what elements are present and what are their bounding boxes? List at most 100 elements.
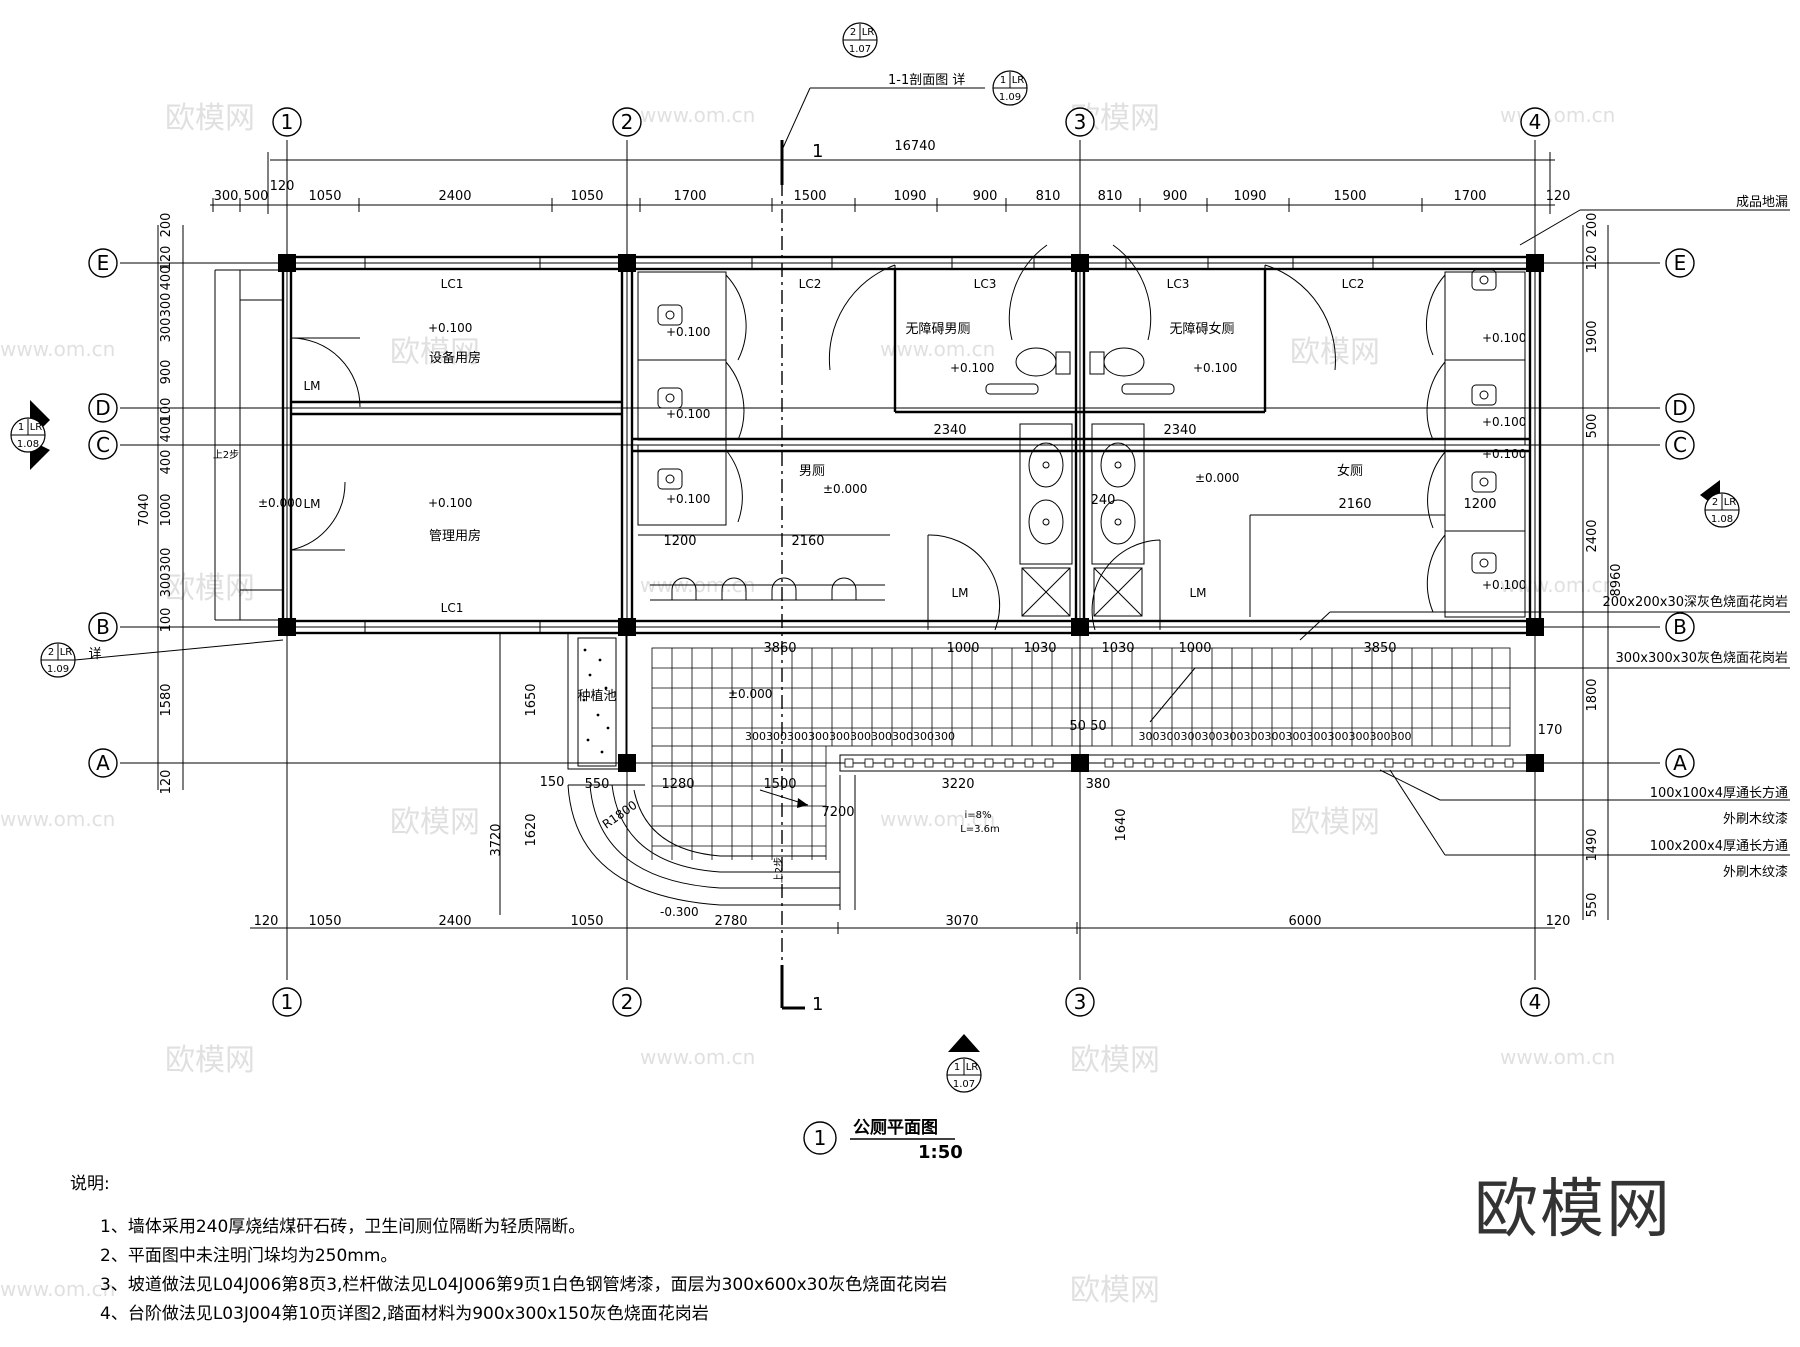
- dimension-text-bottom: 120 1050 2400 1050 2780 3070 6000 120: [254, 914, 1571, 929]
- axis-bubble-D-left: [88, 393, 118, 423]
- dim-text: 810: [1098, 189, 1123, 204]
- dim-text: 900: [973, 189, 998, 204]
- axis-bubble-3-top: [1065, 107, 1095, 137]
- brand-logo: 欧模网: [1474, 1173, 1672, 1247]
- callout-granite-dark: 200x200x30深灰色烧面花岗岩: [1602, 594, 1788, 610]
- axis-bubbles: [88, 107, 1695, 1017]
- note-item: 1、墙体采用240厚烧结煤矸石砖，卫生间厕位隔断为轻质隔断。: [100, 1217, 586, 1237]
- dim-text: 100: [159, 608, 174, 633]
- svg-text:300300300300300300300300300300: 300300300300300300300300300300: [745, 730, 955, 743]
- watermark-brand: 欧模网: [165, 1043, 255, 1078]
- dim-text: 300: [159, 573, 174, 598]
- axis-bubble-C-left: [88, 430, 118, 460]
- level-mark: +0.100: [666, 407, 710, 421]
- axis-bubble-4-top: [1520, 107, 1550, 137]
- dim-text: 6000: [1288, 914, 1321, 929]
- ramp-arrow: [759, 789, 809, 808]
- ramp-radius: R1800: [600, 798, 640, 832]
- section-symbol-code: LR: [30, 422, 43, 433]
- female-stalls: [1249, 269, 1526, 618]
- door-code: LM: [303, 379, 320, 393]
- step-up-label: 上2步: [773, 857, 785, 883]
- dim-text: 1500: [763, 777, 796, 792]
- axis-label: C: [1673, 433, 1687, 457]
- axis-label: 4: [1529, 110, 1542, 134]
- watermark-url: www.om.cn: [1500, 573, 1615, 597]
- dim-text: 1650: [524, 683, 539, 716]
- dim-text: 400: [159, 418, 174, 443]
- axis-label: 1: [281, 110, 294, 134]
- level-mark: ±0.000: [258, 496, 302, 510]
- dim-text: 3850: [1363, 641, 1396, 656]
- title-number-circle: [803, 1121, 837, 1155]
- dim-text: 500: [244, 189, 269, 204]
- grid-lines: [120, 140, 1660, 980]
- dimension-text-inner: 2340 2340 2160 2160 1200 1200 3860 3850 …: [489, 423, 1562, 857]
- note-item: 3、坡道做法见L04J006第8页3,栏杆做法见L04J006第9页1白色钢管烤…: [100, 1275, 948, 1295]
- railing-posts: [844, 758, 1514, 768]
- axis-bubble-E-left: [88, 248, 118, 278]
- level-mark: +0.100: [1482, 415, 1526, 429]
- axis-label: 1: [281, 990, 294, 1014]
- callout-steel-tube-1: 100x100x4厚通长方通: [1650, 785, 1788, 801]
- planter-hatch: [582, 648, 610, 754]
- callout-leaders: [1149, 209, 1790, 856]
- watermark-url: www.om.cn: [640, 103, 755, 127]
- section-mark-top: 1: [812, 141, 823, 162]
- dimension-lines: [157, 152, 1609, 934]
- step-up-label: 上2步: [213, 449, 239, 461]
- section-symbol-num: 2: [1712, 497, 1718, 508]
- room-accessible-male: 无障碍男厕: [905, 322, 970, 337]
- section-mark-bottom: 1: [812, 994, 823, 1015]
- dim-text: 120: [159, 246, 174, 271]
- axis-bubble-2-top: [612, 107, 642, 137]
- dim-text: 400: [159, 450, 174, 475]
- planter: [567, 632, 627, 770]
- dim-text: 2160: [791, 534, 824, 549]
- dim-text: 200: [1585, 213, 1600, 238]
- callout-wood-paint-2: 外刷木纹漆: [1723, 864, 1788, 880]
- watermark-url: www.om.cn: [0, 807, 115, 831]
- dim-text: 200: [159, 213, 174, 238]
- axis-label: A: [1673, 751, 1687, 775]
- level-mark: +0.100: [1193, 361, 1237, 375]
- axis-label: 3: [1074, 110, 1087, 134]
- notes: 说明: 1、墙体采用240厚烧结煤矸石砖，卫生间厕位隔断为轻质隔断。 2、平面图…: [70, 1170, 947, 1329]
- dim-text: 810: [1036, 189, 1061, 204]
- level-mark: +0.100: [1482, 447, 1526, 461]
- axis-labels: 1 2 3 4 1 2 3 4 E D C B A E D C B A: [95, 110, 1687, 1014]
- dim-text: 2340: [933, 423, 966, 438]
- title-text: 公厕平面图: [853, 1118, 938, 1138]
- axis-label: A: [96, 751, 110, 775]
- section-symbol-sheet: 1.09: [999, 92, 1021, 103]
- dim-text: 1580: [159, 683, 174, 716]
- male-stalls: [637, 271, 890, 601]
- level-mark: -0.300: [660, 905, 699, 919]
- section-symbol-num: 1: [1000, 75, 1006, 86]
- watermark-brand: 欧模网: [1070, 1043, 1160, 1078]
- callout-steel-tube-2: 100x200x4厚通长方通: [1650, 838, 1788, 854]
- axis-label: 4: [1529, 990, 1542, 1014]
- axis-bubble-D-right: [1665, 393, 1695, 423]
- section-symbol-code: LR: [1724, 497, 1737, 508]
- dim-text: 300: [214, 189, 239, 204]
- room-male: 男厕: [799, 464, 825, 479]
- watermark-url: www.om.cn: [640, 1045, 755, 1069]
- dim-text: 1700: [1453, 189, 1486, 204]
- dim-text: 50 50: [1069, 719, 1106, 734]
- callout-texts: 成品地漏 200x200x30深灰色烧面花岗岩 300x300x30灰色烧面花岗…: [1602, 194, 1788, 880]
- room-planter: 种植池: [577, 689, 616, 704]
- dim-text: 400: [159, 266, 174, 291]
- room-accessible-female: 无障碍女厕: [1169, 321, 1234, 337]
- dim-text: 3220: [941, 777, 974, 792]
- dim-text: 2340: [1163, 423, 1196, 438]
- ramp-length: L=3.6m: [960, 824, 1000, 835]
- room-female: 女厕: [1337, 463, 1363, 479]
- axis-label: E: [1674, 251, 1687, 275]
- section-cut-line: [780, 87, 985, 1010]
- axis-label: B: [96, 615, 110, 639]
- axis-label: D: [1672, 396, 1687, 420]
- watermark-url: www.om.cn: [1500, 1045, 1615, 1069]
- section-symbol-code: LR: [1012, 75, 1025, 86]
